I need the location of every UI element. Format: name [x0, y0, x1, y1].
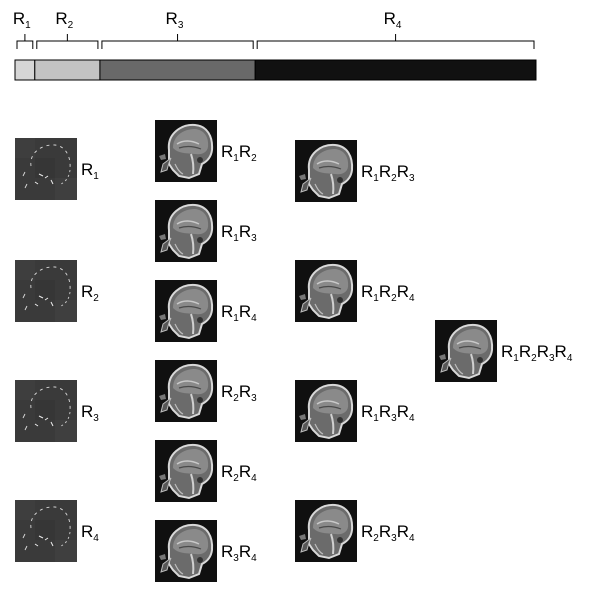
bar-segment-r4 — [254, 59, 537, 81]
brace-r2 — [36, 34, 99, 49]
thumbnail-label-r2r4: R2R4 — [221, 462, 257, 484]
bar-segment-r2 — [34, 59, 101, 81]
thumbnail-r1r4 — [155, 280, 217, 342]
range-bar-diagram — [14, 34, 537, 81]
bar-segment-r1 — [14, 59, 36, 81]
bar-label-r1: R1 — [12, 9, 31, 31]
thumbnail-r1 — [15, 138, 77, 200]
bar-label-r2: R2 — [55, 9, 74, 31]
thumbnail-r2r4 — [155, 440, 217, 502]
bar-label-r3: R3 — [165, 9, 184, 31]
thumbnail-label-r1r2r3: R1R2R3 — [361, 162, 415, 184]
thumbnail-r1r2r4 — [295, 260, 357, 322]
thumbnail-r1r3 — [155, 200, 217, 262]
thumbnail-r2r3 — [155, 360, 217, 422]
thumbnail-label-r2r3r4: R2R3R4 — [361, 522, 415, 544]
thumbnail-r4 — [15, 500, 77, 562]
thumbnail-r2 — [15, 260, 77, 322]
brace-r4 — [256, 34, 535, 49]
thumbnail-r1r2 — [155, 120, 217, 182]
thumbnail-label-r3: R3 — [81, 402, 99, 424]
thumbnail-label-r1r3: R1R3 — [221, 222, 257, 244]
thumbnail-label-r1r2: R1R2 — [221, 142, 257, 164]
thumbnail-label-r1r2r4: R1R2R4 — [361, 282, 415, 304]
thumbnail-label-r3r4: R3R4 — [221, 542, 257, 564]
thumbnail-label-r1r3r4: R1R3R4 — [361, 402, 415, 424]
thumbnail-r3 — [15, 380, 77, 442]
thumbnail-r1r2r3r4 — [435, 320, 497, 382]
thumbnail-label-r1: R1 — [81, 160, 99, 182]
thumbnail-r2r3r4 — [295, 500, 357, 562]
thumbnail-label-r2r3: R2R3 — [221, 382, 257, 404]
bar-label-r4: R4 — [383, 9, 402, 31]
thumbnail-r1r3r4 — [295, 380, 357, 442]
thumbnail-r3r4 — [155, 520, 217, 582]
brace-r1 — [16, 34, 34, 49]
brace-r3 — [101, 34, 254, 49]
thumbnail-label-r1r2r3r4: R1R2R3R4 — [501, 342, 573, 364]
thumbnail-label-r2: R2 — [81, 282, 99, 304]
thumbnail-label-r4: R4 — [81, 522, 99, 544]
thumbnail-r1r2r3 — [295, 140, 357, 202]
bar-segment-r3 — [99, 59, 256, 81]
thumbnail-label-r1r4: R1R4 — [221, 302, 257, 324]
